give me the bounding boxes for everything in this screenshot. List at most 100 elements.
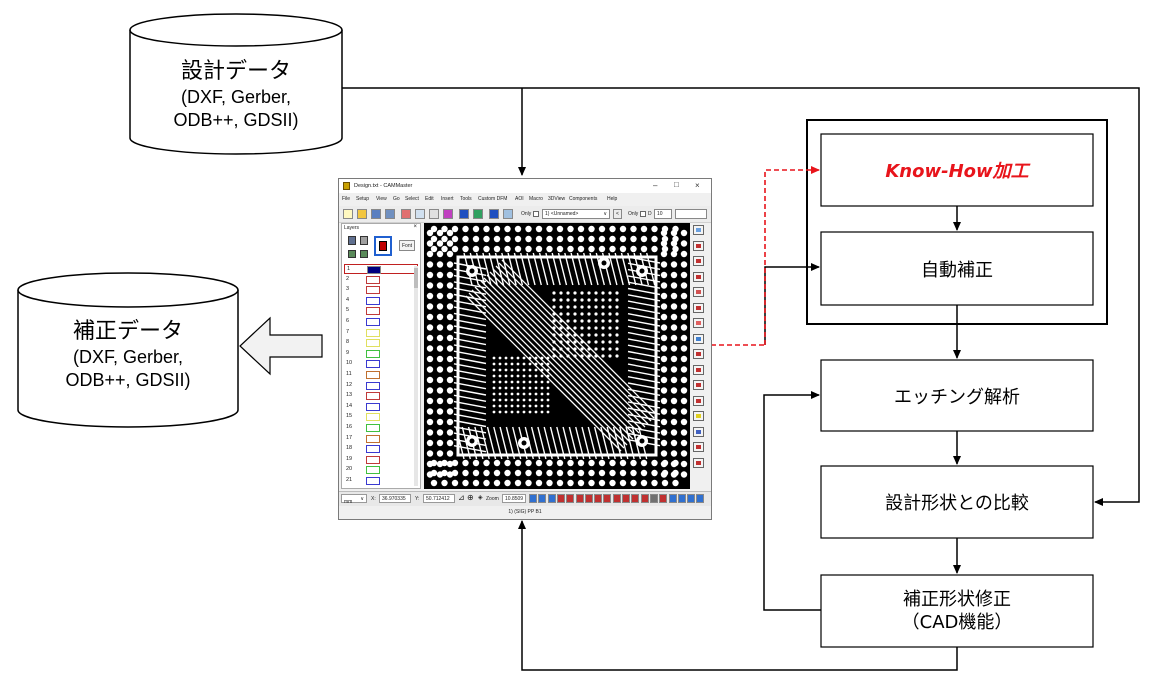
menu-file[interactable]: File [342, 196, 351, 202]
flip-icon[interactable] [612, 494, 621, 503]
layer-color-swatch[interactable] [366, 466, 380, 475]
grid-snap-icon[interactable] [566, 494, 575, 503]
pan-right-icon[interactable] [677, 494, 686, 503]
print-preview-icon[interactable] [503, 209, 513, 219]
layer-row[interactable]: 3 [344, 285, 418, 295]
zoom-out-icon[interactable] [547, 494, 556, 503]
crosshair-icon[interactable]: ⊕ [467, 493, 474, 502]
arrow-right-icon[interactable] [584, 494, 593, 503]
layer-row[interactable]: 12 [344, 381, 418, 391]
align-left-icon[interactable] [693, 349, 704, 359]
prev-layer-button[interactable]: < [613, 209, 622, 219]
close-icon[interactable]: × [695, 181, 700, 190]
maximize-icon[interactable]: □ [674, 180, 679, 189]
arrow-left-icon[interactable] [575, 494, 584, 503]
menu-macro[interactable]: Macro [529, 196, 543, 202]
measure-icon[interactable] [649, 494, 658, 503]
layer-color-preview[interactable] [374, 236, 392, 256]
angle-icon[interactable]: ⊿ [458, 493, 465, 502]
layer-color-swatch[interactable] [366, 477, 380, 485]
layer-color-swatch[interactable] [366, 381, 380, 390]
layer-color-swatch[interactable] [366, 402, 380, 411]
copy-icon[interactable] [415, 209, 425, 219]
pan-left-icon[interactable] [668, 494, 677, 503]
close-icon[interactable]: × [413, 224, 417, 230]
layer-row[interactable]: 14 [344, 402, 418, 412]
layer-row[interactable]: 17 [344, 434, 418, 444]
paste-icon[interactable] [429, 209, 439, 219]
drill-icon[interactable] [489, 209, 499, 219]
rotate-icon[interactable] [693, 271, 704, 282]
star-icon[interactable] [693, 411, 704, 421]
open-file-icon[interactable] [357, 209, 367, 219]
close-icon[interactable] [659, 494, 668, 503]
layer-color-swatch[interactable] [366, 275, 380, 284]
layer-row[interactable]: 15 [344, 412, 418, 422]
mirror-v-icon[interactable] [693, 256, 704, 266]
layer-color-swatch[interactable] [366, 286, 380, 295]
zoom-window-icon[interactable] [538, 494, 547, 503]
layer-color-swatch[interactable] [366, 434, 380, 443]
menu-aoi[interactable]: AOI [515, 196, 524, 202]
menu-view[interactable]: View [376, 196, 387, 202]
palette-icon[interactable] [443, 209, 453, 219]
split-icon[interactable] [640, 494, 649, 503]
layer-row[interactable]: 21 [344, 476, 418, 486]
triangle-icon[interactable] [693, 287, 704, 297]
mirror-icon[interactable] [693, 240, 704, 251]
layer-row[interactable]: 8 [344, 338, 418, 348]
layer-row[interactable]: 20 [344, 465, 418, 475]
shield-icon[interactable] [693, 426, 704, 437]
flip2-icon[interactable] [622, 494, 630, 503]
units-select[interactable]: mm ∨ [341, 494, 367, 505]
layer-row[interactable]: 7 [344, 328, 418, 338]
menu-select[interactable]: Select [405, 196, 419, 202]
layer-row[interactable]: 11 [344, 370, 418, 380]
menu-tools[interactable]: Tools [460, 196, 472, 202]
text-icon[interactable] [459, 209, 469, 219]
new-file-icon[interactable] [343, 209, 353, 219]
pan-down-icon[interactable] [696, 494, 705, 503]
layer-tool-icon[interactable] [360, 236, 368, 245]
layer-color-swatch[interactable] [366, 413, 380, 422]
align-bottom-icon[interactable] [693, 395, 704, 406]
align-right-icon[interactable] [693, 364, 704, 375]
layer-color-swatch[interactable] [366, 392, 380, 401]
print-icon[interactable] [385, 209, 395, 219]
delete-icon[interactable] [693, 457, 704, 468]
zoom-in-icon[interactable] [529, 494, 537, 503]
layer-tool-icon[interactable] [348, 236, 356, 245]
layer-row[interactable]: 2 [344, 275, 418, 285]
move-up-icon[interactable] [360, 250, 368, 258]
layer-color-swatch[interactable] [366, 349, 380, 358]
layer-add-icon[interactable] [473, 209, 483, 219]
menu-help[interactable]: Help [607, 196, 618, 202]
menu-components[interactable]: Components [569, 196, 598, 202]
grid-icon[interactable] [556, 494, 565, 503]
zoom-fit-icon[interactable] [693, 225, 704, 235]
layer-color-swatch[interactable] [366, 307, 380, 316]
layer-row[interactable]: 13 [344, 391, 418, 401]
flag-icon[interactable] [693, 318, 704, 328]
layer-select[interactable]: 1) <Unnamed> ∨ [542, 209, 610, 219]
layer-color-swatch[interactable] [366, 318, 380, 326]
arc-icon[interactable] [693, 302, 704, 313]
pointer-icon[interactable]: ◈ [478, 495, 483, 501]
hook-icon[interactable] [693, 442, 704, 452]
menu-custom-dfm[interactable]: Custom DFM [478, 196, 508, 202]
arrow-up-icon[interactable] [603, 494, 612, 503]
pan-up-icon[interactable] [687, 494, 696, 503]
only-checkbox[interactable] [533, 211, 539, 217]
layer-color-swatch[interactable] [367, 266, 381, 274]
layer-color-swatch[interactable] [366, 455, 380, 464]
menu-edit[interactable]: Edit [425, 196, 434, 202]
layer-row[interactable]: 1 [344, 264, 418, 275]
layer-color-swatch[interactable] [366, 360, 380, 369]
layer-row[interactable]: 16 [344, 423, 418, 433]
layer-scrollbar[interactable] [414, 266, 418, 486]
align-top-icon[interactable] [693, 380, 704, 390]
layer-color-swatch[interactable] [366, 371, 380, 379]
move-down-icon[interactable] [348, 250, 356, 258]
toolbar-field-blank[interactable] [675, 209, 707, 219]
font-button[interactable]: Font [399, 240, 415, 251]
